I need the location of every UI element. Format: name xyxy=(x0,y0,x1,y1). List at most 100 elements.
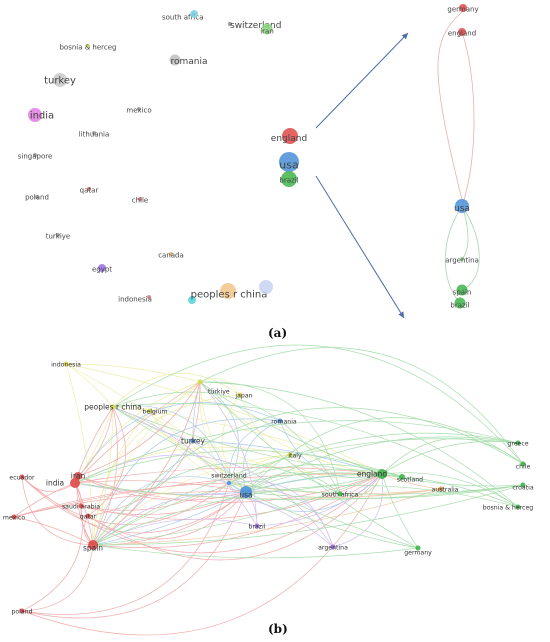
label-england-a: england xyxy=(448,29,476,37)
node-greece-b xyxy=(515,440,521,446)
edge xyxy=(112,406,230,484)
edge xyxy=(92,488,442,546)
label-iran-b: iran xyxy=(71,472,86,481)
node-england-a xyxy=(458,28,466,36)
node-canada-a xyxy=(169,252,173,256)
node-croatia-b xyxy=(520,482,526,488)
edge xyxy=(289,454,383,476)
label-usa-a: usa xyxy=(279,159,298,172)
edge xyxy=(381,441,519,475)
edge xyxy=(332,473,384,548)
label-germany-a: germany xyxy=(447,5,478,13)
edge xyxy=(13,491,247,518)
edge xyxy=(92,473,383,546)
label-poland-a: poland xyxy=(25,193,49,201)
edge xyxy=(92,410,151,546)
node-lithuania-a xyxy=(92,131,96,135)
node-usa-b xyxy=(240,486,252,498)
label-england-b: england xyxy=(357,470,388,479)
label-germany-b: germany xyxy=(404,550,432,557)
label-t-rkiye-b: türkiye xyxy=(208,389,230,396)
edge xyxy=(80,473,383,520)
edge xyxy=(74,454,334,548)
node-mexico-a xyxy=(137,107,141,111)
edge xyxy=(13,516,94,546)
label-switzerland-b: switzerland xyxy=(211,473,246,480)
edge xyxy=(92,406,114,546)
edge xyxy=(228,482,524,495)
node-italy-b xyxy=(287,452,293,458)
edge xyxy=(65,363,383,475)
node-chile-a xyxy=(138,197,142,201)
node-poland-b xyxy=(19,608,25,614)
edge xyxy=(461,205,480,291)
edge xyxy=(87,473,383,561)
edge xyxy=(92,491,247,546)
node-brazil-b xyxy=(254,523,260,529)
label-turkiye-a: turkiye xyxy=(46,232,71,240)
label-brazil-a: brazil xyxy=(279,176,298,184)
edge xyxy=(112,403,519,508)
edge xyxy=(199,381,383,475)
edge xyxy=(381,473,524,487)
edges-b xyxy=(13,344,524,636)
label-romania-a: romania xyxy=(170,57,207,67)
node-india-a xyxy=(28,108,42,122)
edge xyxy=(65,363,247,493)
edge xyxy=(74,482,524,501)
node-turkiye-a xyxy=(56,233,60,237)
node-spain-a xyxy=(456,284,468,296)
edge xyxy=(77,406,114,477)
edge xyxy=(245,484,524,499)
edge xyxy=(381,438,524,475)
label-brazil-b: brazil xyxy=(249,524,266,531)
edge xyxy=(74,402,281,484)
edge xyxy=(77,475,247,501)
node-qatar-b xyxy=(85,513,91,519)
edge xyxy=(13,473,383,518)
node-germany-b xyxy=(415,545,421,551)
node-switzerland-b xyxy=(227,481,231,485)
node-iran-a xyxy=(261,23,273,35)
edge xyxy=(74,420,519,484)
node-england-b xyxy=(377,469,387,479)
arrow-up xyxy=(315,32,409,129)
edge xyxy=(381,473,419,549)
label-greece-b: greece xyxy=(507,441,528,448)
edge xyxy=(381,472,519,508)
edge xyxy=(245,417,524,493)
panel-b-caption: (b) xyxy=(268,622,288,636)
label-scotland-b: scotland xyxy=(397,477,423,484)
label-qatar-b: qatar xyxy=(80,514,97,521)
edge xyxy=(245,491,419,549)
edge xyxy=(245,473,383,493)
node-peoples-r-china-a xyxy=(220,283,236,299)
node-bosnia-herceg-b xyxy=(515,504,521,510)
node-singapore-a xyxy=(33,153,37,157)
edge xyxy=(112,406,258,527)
edge xyxy=(199,381,419,549)
edge xyxy=(192,440,383,475)
label-saudi-arabia-b: saudi arabia xyxy=(62,504,100,511)
node-indonesia-a xyxy=(147,295,151,299)
node-brazil-a xyxy=(281,171,297,187)
edge xyxy=(245,488,442,498)
node-argentina-b xyxy=(330,544,336,550)
label-switzerland-a: switzerland xyxy=(230,21,281,31)
edge xyxy=(92,472,403,546)
edge xyxy=(77,381,201,477)
edge xyxy=(74,482,247,495)
edge xyxy=(74,466,383,484)
edge xyxy=(245,472,341,495)
node-romania-b xyxy=(277,418,283,424)
label-spain-a: spain xyxy=(453,288,472,296)
edge xyxy=(92,407,524,546)
edge xyxy=(21,476,94,546)
edge xyxy=(74,482,442,500)
edge xyxy=(199,381,383,475)
label-india-b: india xyxy=(46,479,64,488)
edge xyxy=(245,490,334,548)
label-indonesia-a: indonesia xyxy=(118,295,152,303)
edge xyxy=(13,482,230,518)
edge xyxy=(199,381,247,493)
